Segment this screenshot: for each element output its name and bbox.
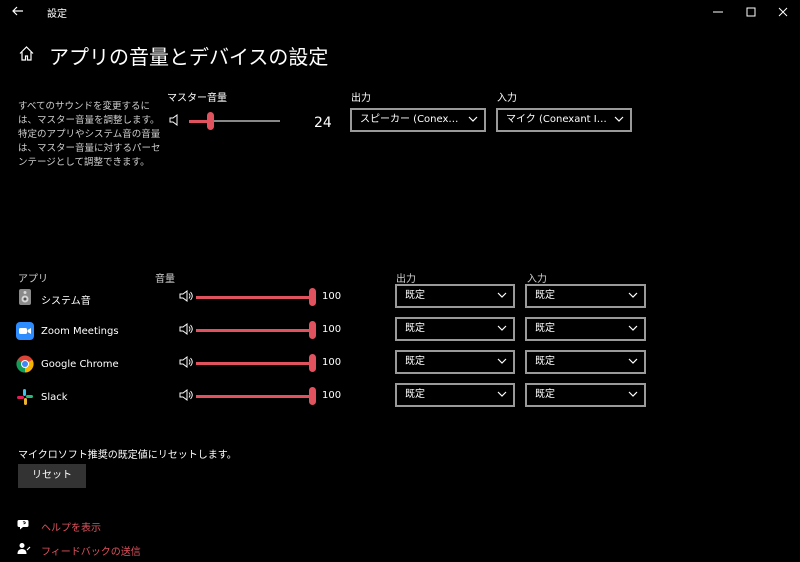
title-bar: 設定 xyxy=(0,0,800,24)
app-output-value: 既定 xyxy=(405,323,425,334)
app-name: Google Chrome xyxy=(41,359,119,370)
chevron-down-icon xyxy=(497,391,507,397)
master-input-label: 入力 xyxy=(497,93,517,104)
app-volume-thumb[interactable] xyxy=(309,321,316,339)
app-volume-slider[interactable] xyxy=(196,321,316,339)
app-volume-thumb[interactable] xyxy=(309,288,316,306)
help-link[interactable]: ヘルプを表示 xyxy=(41,523,101,534)
app-output-dropdown[interactable]: 既定 xyxy=(395,284,515,308)
app-volume-slider[interactable] xyxy=(196,387,316,405)
master-volume-label: マスター音量 xyxy=(167,93,227,104)
system-sounds-icon xyxy=(19,289,31,305)
feedback-icon xyxy=(17,543,31,554)
speaker-icon xyxy=(179,290,193,302)
app-volume-value: 100 xyxy=(322,390,342,401)
close-button[interactable] xyxy=(772,2,794,22)
chevron-down-icon xyxy=(628,325,638,331)
chevron-down-icon xyxy=(614,116,624,122)
chevron-down-icon xyxy=(497,358,507,364)
master-output-label: 出力 xyxy=(351,93,371,104)
app-name: Zoom Meetings xyxy=(41,326,119,337)
master-input-value: マイク (Conexant ISS... xyxy=(506,114,619,125)
help-icon xyxy=(17,520,29,530)
app-output-dropdown[interactable]: 既定 xyxy=(395,350,515,374)
master-input-dropdown[interactable]: マイク (Conexant ISS... xyxy=(496,108,632,132)
maximize-button[interactable] xyxy=(740,2,762,22)
apps-header-app: アプリ xyxy=(18,274,48,285)
maximize-icon xyxy=(746,7,756,17)
chevron-down-icon xyxy=(468,116,478,122)
app-volume-value: 100 xyxy=(322,291,342,302)
reset-button[interactable]: リセット xyxy=(18,464,86,488)
app-name: システム音 xyxy=(41,296,91,307)
app-volume-value: 100 xyxy=(322,324,342,335)
app-input-value: 既定 xyxy=(535,356,555,367)
master-volume-slider[interactable] xyxy=(189,112,280,130)
chevron-down-icon xyxy=(628,391,638,397)
chrome-icon xyxy=(16,355,34,373)
chevron-down-icon xyxy=(628,292,638,298)
app-volume-fill xyxy=(196,361,314,365)
master-output-dropdown[interactable]: スピーカー (Conexant I... xyxy=(350,108,486,132)
minimize-button[interactable] xyxy=(707,2,729,22)
app-volume-slider[interactable] xyxy=(196,354,316,372)
master-volume-fill xyxy=(189,119,211,123)
app-volume-thumb[interactable] xyxy=(309,354,316,372)
app-input-dropdown[interactable]: 既定 xyxy=(525,317,646,341)
app-name: Slack xyxy=(41,392,68,403)
minimize-icon xyxy=(713,11,723,13)
app-output-dropdown[interactable]: 既定 xyxy=(395,383,515,407)
home-icon[interactable] xyxy=(18,45,35,62)
close-icon xyxy=(778,7,788,17)
app-input-dropdown[interactable]: 既定 xyxy=(525,350,646,374)
reset-description: マイクロソフト推奨の既定値にリセットします。 xyxy=(18,450,237,461)
chevron-down-icon xyxy=(628,358,638,364)
master-output-value: スピーカー (Conexant I... xyxy=(360,114,481,125)
app-output-value: 既定 xyxy=(405,290,425,301)
app-input-dropdown[interactable]: 既定 xyxy=(525,383,646,407)
app-volume-slider[interactable] xyxy=(196,288,316,306)
back-arrow-icon[interactable] xyxy=(10,3,26,19)
page-title: アプリの音量とデバイスの設定 xyxy=(49,45,329,69)
apps-header-input: 入力 xyxy=(527,274,547,285)
app-volume-fill xyxy=(196,328,314,332)
app-input-value: 既定 xyxy=(535,290,555,301)
speaker-icon xyxy=(169,114,178,126)
speaker-icon xyxy=(179,356,193,368)
app-volume-fill xyxy=(196,394,314,398)
zoom-icon xyxy=(16,322,34,340)
app-volume-thumb[interactable] xyxy=(309,387,316,405)
app-input-value: 既定 xyxy=(535,323,555,334)
window-title: 設定 xyxy=(47,9,67,20)
master-volume-description: すべてのサウンドを変更するには、マスター音量を調整します。特定のアプリやシステム… xyxy=(18,101,161,168)
app-volume-value: 100 xyxy=(322,357,342,368)
app-input-value: 既定 xyxy=(535,389,555,400)
chevron-down-icon xyxy=(497,325,507,331)
slack-icon xyxy=(17,389,33,405)
app-volume-fill xyxy=(196,295,314,299)
app-output-value: 既定 xyxy=(405,356,425,367)
app-output-value: 既定 xyxy=(405,389,425,400)
app-input-dropdown[interactable]: 既定 xyxy=(525,284,646,308)
app-output-dropdown[interactable]: 既定 xyxy=(395,317,515,341)
apps-header-output: 出力 xyxy=(396,274,416,285)
master-volume-value: 24 xyxy=(314,115,332,131)
chevron-down-icon xyxy=(497,292,507,298)
feedback-link[interactable]: フィードバックの送信 xyxy=(41,547,141,558)
speaker-icon xyxy=(179,389,193,401)
speaker-icon xyxy=(179,323,193,335)
master-volume-thumb[interactable] xyxy=(207,112,215,130)
apps-header-volume: 音量 xyxy=(155,274,175,285)
